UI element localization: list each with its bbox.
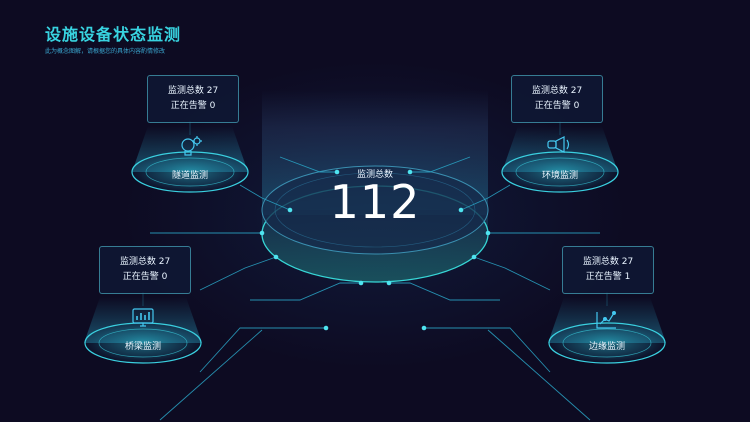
alarm-value: 1: [624, 272, 631, 282]
total-label: 监测总数: [582, 257, 619, 267]
node-platform-edge: [548, 297, 666, 364]
page-title: 设施设备状态监测: [45, 25, 182, 44]
node-platform-tunnel: [131, 126, 249, 193]
alarm-label: 正在告警: [585, 272, 622, 282]
page-subtitle: 此为概念图解，请根据您的具体内容酌情修改: [45, 48, 166, 55]
megaphone-icon: [547, 136, 570, 153]
box-connectors: [142, 121, 608, 306]
total-value: 27: [206, 86, 219, 96]
node-label-tunnel: 隧道监测: [171, 171, 208, 181]
total-label: 监测总数: [531, 86, 568, 96]
alarm-label: 正在告警: [122, 272, 159, 282]
bridge-stat-card: 监测总数 27 正在告警 0: [99, 246, 191, 294]
alarm-label: 正在告警: [170, 101, 207, 111]
alarm-value: 0: [573, 101, 580, 111]
bridge-alarm-row: 正在告警 0: [123, 270, 168, 285]
alarm-value: 0: [209, 101, 216, 111]
scatter-chart-icon: [596, 311, 616, 329]
bridge-total-row: 监测总数 27: [120, 255, 170, 270]
node-platform-bridge: [84, 297, 202, 364]
total-value: 27: [570, 86, 583, 96]
node-label-environment: 环境监测: [541, 171, 578, 181]
connector-dots: [259, 169, 491, 331]
edge-total-row: 监测总数 27: [583, 255, 633, 270]
alarm-label: 正在告警: [534, 101, 571, 111]
tunnel-stat-card: 监测总数 27 正在告警 0: [147, 75, 239, 123]
node-platform-environment: [501, 126, 619, 193]
total-label: 监测总数: [167, 86, 204, 96]
circuit-lines: [150, 156, 600, 421]
total-label: 监测总数: [119, 257, 156, 267]
center-total-label: 监测总数: [356, 170, 393, 180]
alarm-value: 0: [161, 272, 168, 282]
monitor-chart-icon: [132, 308, 154, 327]
lightbulb-gear-icon: [181, 136, 202, 156]
total-value: 27: [621, 257, 634, 267]
node-label-bridge: 桥梁监测: [124, 342, 161, 352]
edge-alarm-row: 正在告警 1: [586, 270, 631, 285]
tunnel-total-row: 监测总数 27: [168, 84, 218, 99]
center-cylinder: [261, 165, 489, 283]
environment-alarm-row: 正在告警 0: [535, 99, 580, 114]
node-label-edge: 边缘监测: [588, 342, 625, 352]
edge-stat-card: 监测总数 27 正在告警 1: [562, 246, 654, 294]
environment-stat-card: 监测总数 27 正在告警 0: [511, 75, 603, 123]
total-value: 27: [158, 257, 171, 267]
environment-total-row: 监测总数 27: [532, 84, 582, 99]
tunnel-alarm-row: 正在告警 0: [171, 99, 216, 114]
center-total-value: 112: [329, 175, 421, 229]
